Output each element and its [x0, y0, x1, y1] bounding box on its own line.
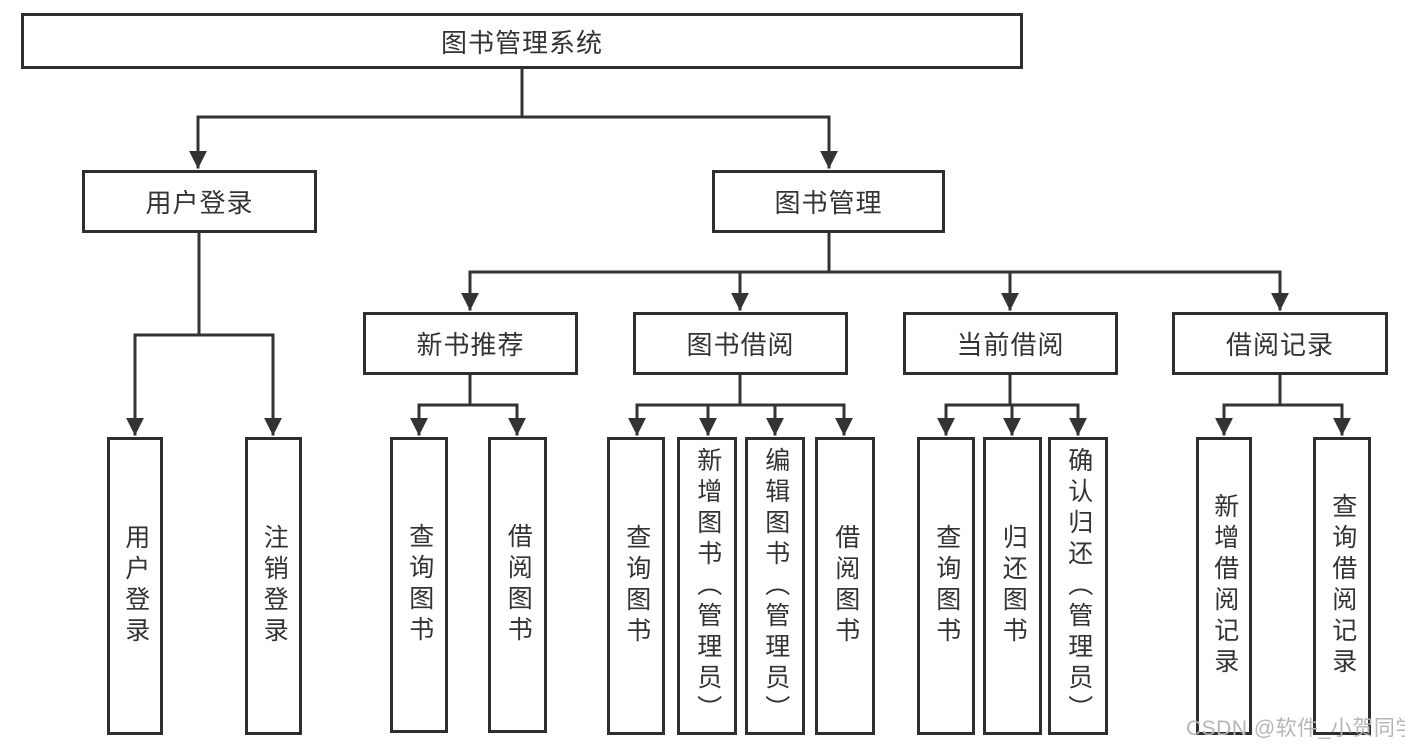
- node-book-borrow: 图书借阅: [633, 312, 848, 375]
- node-label-system-root: 图书管理系统: [440, 27, 603, 58]
- node-logout-leaf: 注销登录: [245, 437, 302, 735]
- node-label-query-borrow-record: 查询借阅记录: [1328, 493, 1357, 679]
- node-label-add-borrow-record: 新增借阅记录: [1210, 493, 1239, 679]
- node-add-borrow-record: 新增借阅记录: [1196, 437, 1252, 735]
- node-label-query-book-2: 查询图书: [622, 524, 651, 648]
- node-new-book-recommend: 新书推荐: [363, 312, 578, 375]
- watermark-text: CSDN @软件_小贺同学: [1186, 717, 1405, 740]
- node-add-book-admin: 新增图书（管理员）: [677, 437, 737, 735]
- node-query-book-3: 查询图书: [917, 437, 975, 735]
- node-label-query-book-1: 查询图书: [405, 523, 434, 647]
- node-label-edit-book-admin: 编辑图书（管理员）: [761, 446, 790, 726]
- edge-group: [126, 66, 1351, 436]
- node-label-book-borrow: 图书借阅: [686, 330, 795, 360]
- node-label-borrow-book-2: 借阅图书: [831, 524, 860, 648]
- node-label-logout-leaf: 注销登录: [260, 524, 289, 648]
- node-user-login: 用户登录: [82, 170, 317, 233]
- node-label-query-book-3: 查询图书: [932, 524, 961, 648]
- node-confirm-return-admin: 确认归还（管理员）: [1048, 437, 1108, 735]
- node-borrow-book-2: 借阅图书: [815, 437, 875, 735]
- node-label-borrow-record: 借阅记录: [1225, 330, 1334, 360]
- node-return-book: 归还图书: [983, 437, 1042, 735]
- node-edit-book-admin: 编辑图书（管理员）: [745, 437, 805, 735]
- node-query-book-2: 查询图书: [607, 437, 665, 735]
- node-current-borrow: 当前借阅: [903, 312, 1118, 375]
- node-borrow-book-1: 借阅图书: [488, 437, 547, 733]
- node-label-return-book: 归还图书: [999, 524, 1028, 648]
- node-label-current-borrow: 当前借阅: [956, 330, 1065, 360]
- node-label-confirm-return-admin: 确认归还（管理员）: [1064, 446, 1093, 726]
- node-book-management: 图书管理: [712, 170, 945, 233]
- node-label-add-book-admin: 新增图书（管理员）: [693, 446, 722, 726]
- node-label-new-book-recommend: 新书推荐: [416, 330, 525, 360]
- node-label-borrow-book-1: 借阅图书: [504, 523, 533, 647]
- node-user-login-leaf: 用户登录: [107, 437, 163, 735]
- node-label-user-login-leaf: 用户登录: [121, 524, 150, 648]
- node-borrow-record: 借阅记录: [1172, 312, 1388, 375]
- node-system-root: 图书管理系统: [21, 13, 1023, 69]
- node-query-borrow-record: 查询借阅记录: [1313, 437, 1371, 735]
- node-label-book-management: 图书管理: [774, 188, 883, 218]
- node-query-book-1: 查询图书: [390, 437, 448, 733]
- node-label-user-login: 用户登录: [145, 188, 254, 218]
